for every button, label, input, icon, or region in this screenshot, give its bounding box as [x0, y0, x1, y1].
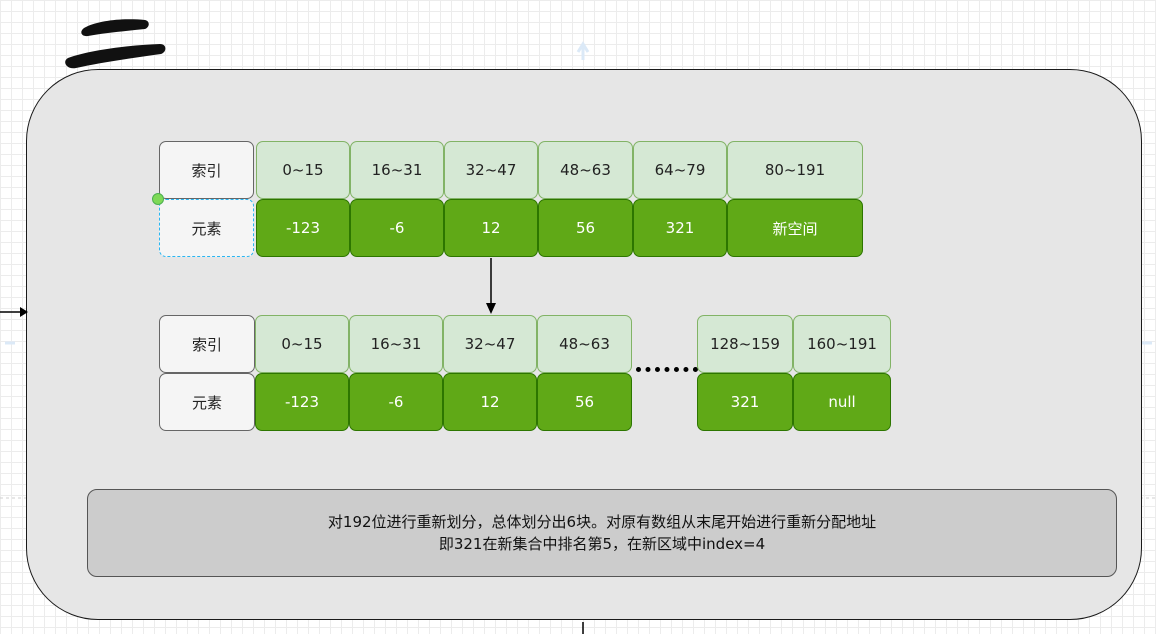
bottom-element-label: 元素	[159, 373, 255, 431]
top-value-cell-new-space: 新空间	[727, 199, 863, 257]
top-value-cell: -6	[350, 199, 444, 257]
arrow-down-icon	[486, 303, 496, 314]
top-index-cell: 48~63	[538, 141, 633, 199]
bottom-value-cell: -123	[255, 373, 349, 431]
bottom-index-label: 索引	[159, 315, 255, 373]
top-index-cell: 16~31	[350, 141, 444, 199]
top-element-label[interactable]: 元素	[159, 199, 254, 257]
bottom-value-cell: 12	[443, 373, 537, 431]
top-index-cell: 64~79	[633, 141, 727, 199]
bottom-index-cell: 48~63	[537, 315, 632, 373]
explanation-note: 对192位进行重新划分，总体划分出6块。对原有数组从末尾开始进行重新分配地址 即…	[87, 489, 1117, 577]
arrow-up-icon	[576, 41, 590, 60]
bottom-value-cell: 321	[697, 373, 793, 431]
bottom-index-cell: 0~15	[255, 315, 349, 373]
top-value-cell: 56	[538, 199, 633, 257]
top-index-cell: 80~191	[727, 141, 863, 199]
bottom-index-cell: 16~31	[349, 315, 443, 373]
connector-arrowhead-icon	[20, 307, 28, 317]
bottom-index-cell: 128~159	[697, 315, 793, 373]
bottom-value-cell: -6	[349, 373, 443, 431]
top-value-cell: -123	[256, 199, 350, 257]
top-index-cell: 32~47	[444, 141, 538, 199]
note-line-2: 即321在新集合中排名第5，在新区域中index=4	[438, 535, 766, 553]
heading-glyph-er	[65, 19, 166, 69]
top-value-cell: 12	[444, 199, 538, 257]
selection-handle-icon[interactable]	[152, 193, 164, 205]
bottom-index-cell: 32~47	[443, 315, 537, 373]
ellipsis-separator	[636, 367, 698, 372]
top-value-cell: 321	[633, 199, 727, 257]
bottom-value-cell: 56	[537, 373, 632, 431]
top-index-label: 索引	[159, 141, 254, 199]
bottom-index-cell: 160~191	[793, 315, 891, 373]
bottom-value-cell-null: null	[793, 373, 891, 431]
note-line-1: 对192位进行重新划分，总体划分出6块。对原有数组从末尾开始进行重新分配地址	[327, 513, 877, 531]
top-index-cell: 0~15	[256, 141, 350, 199]
